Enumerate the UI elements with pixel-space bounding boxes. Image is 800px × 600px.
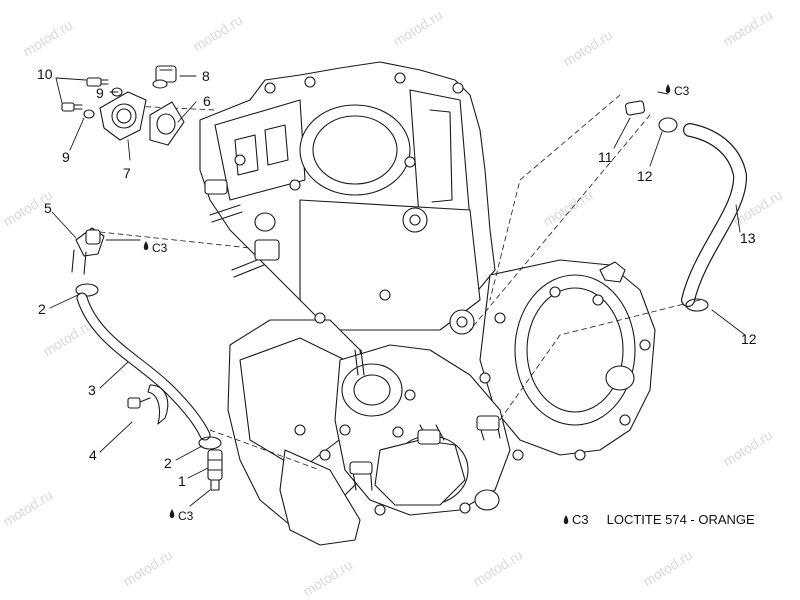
legend-text: LOCTITE 574 - ORANGE [606, 512, 755, 527]
engine-assembly [199, 61, 656, 546]
hose-part-3-fill [77, 293, 210, 440]
callout-2-lower: 2 [164, 455, 172, 471]
callout-5: 5 [44, 200, 52, 216]
callout-12-upper: 12 [637, 168, 653, 184]
cap-part-8 [152, 65, 177, 89]
adhesive-drop-icons [143, 84, 671, 524]
callout-leaders [49, 75, 746, 507]
clamp-part-12-bottom [685, 298, 709, 312]
callout-9-upper: 9 [96, 85, 104, 101]
callout-4: 4 [89, 447, 97, 463]
clamp-part-2-bottom [198, 436, 222, 450]
callout-3: 3 [88, 382, 96, 398]
dashed-leaders [99, 94, 701, 471]
adhesive-label-pipe: C3 [674, 84, 690, 98]
clamp-part-12-top [658, 117, 678, 133]
union-part-1 [207, 449, 223, 491]
flange-part-7 [99, 91, 147, 141]
callout-13: 13 [740, 230, 756, 246]
callout-12-lower: 12 [741, 331, 757, 347]
callout-9-lower: 9 [62, 149, 70, 165]
gasket-part-6 [149, 101, 185, 146]
callout-10: 10 [37, 66, 53, 82]
callout-8: 8 [202, 68, 210, 84]
callout-6: 6 [203, 93, 211, 109]
callout-2-upper: 2 [38, 301, 46, 317]
callout-7: 7 [123, 165, 131, 181]
adhesive-label-union: C3 [178, 509, 194, 523]
pipe-part-11 [625, 100, 645, 116]
legend-symbol: C3 [572, 512, 589, 527]
clip-part-4 [127, 384, 169, 425]
callout-11: 11 [598, 149, 613, 165]
callout-1: 1 [178, 473, 186, 489]
legend: C3 LOCTITE 574 - ORANGE [562, 512, 755, 527]
adhesive-label-hose-fitting: C3 [152, 241, 168, 255]
fitting-part-5 [71, 227, 105, 275]
hose-part-13-fill [682, 124, 746, 306]
bolts-part-10 [61, 77, 109, 112]
